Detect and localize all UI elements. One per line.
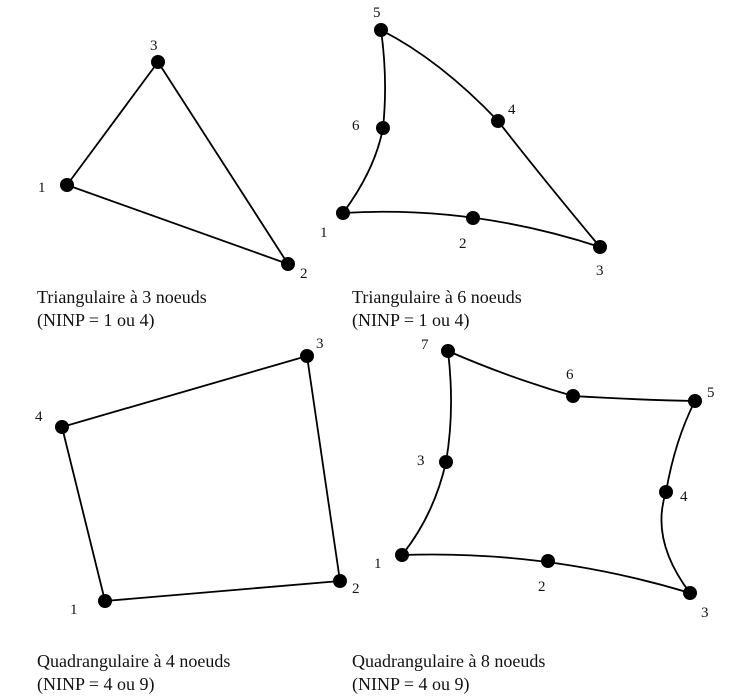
quad8-label-right-mid: 4 [680, 489, 688, 505]
quad8-node-5 [688, 394, 702, 408]
tri3-label-1: 1 [38, 180, 46, 196]
quad4-label-2: 2 [352, 581, 360, 597]
quad4-node-2 [333, 574, 347, 588]
caption-tri6-title: Triangulaire à 6 noeuds [352, 287, 522, 307]
quad4-label-1: 1 [70, 602, 78, 618]
tri3-node-2 [281, 257, 295, 271]
quad8-node-left-mid [439, 455, 453, 469]
quad8-node-7 [441, 344, 455, 358]
tri3-node-3 [151, 55, 165, 69]
quad8-label-top-mid: 6 [566, 367, 574, 383]
quad8-node-4 [659, 485, 673, 499]
quad8-label-bottom-left: 1 [374, 556, 382, 572]
caption-quad4-ninp: (NINP = 4 ou 9) [37, 674, 155, 694]
tri3-label-3: 3 [150, 38, 158, 54]
tri6-edge-left [342, 29, 386, 214]
panel-tri6: 1 2 3 4 5 6 [320, 5, 607, 279]
tri6-label-1: 1 [320, 225, 328, 241]
quad4-edge-4-1 [61, 426, 106, 602]
tri6-edge-right [380, 29, 601, 248]
tri6-node-4 [491, 114, 505, 128]
quad8-node-6 [566, 389, 580, 403]
quad8-label-bottom-right: 3 [701, 605, 709, 621]
caption-quad4-title: Quadrangulaire à 4 noeuds [37, 651, 231, 671]
tri3-edge-3-1 [66, 61, 159, 186]
tri6-label-3: 3 [596, 263, 604, 279]
tri3-label-2: 2 [300, 266, 308, 282]
tri3-edge-2-3 [157, 61, 289, 265]
tri6-node-1 [336, 206, 350, 220]
quad4-node-1 [98, 594, 112, 608]
caption-tri3-title: Triangulaire à 3 noeuds [37, 287, 207, 307]
tri6-label-5: 5 [373, 5, 381, 21]
quad4-node-4 [55, 420, 69, 434]
tri6-label-2: 2 [459, 236, 467, 252]
tri3-node-1 [60, 178, 74, 192]
quad8-label-left-mid: 3 [417, 453, 425, 469]
tri6-label-4: 4 [508, 102, 516, 118]
quad8-label-top-left: 7 [421, 337, 429, 353]
tri6-node-3 [593, 240, 607, 254]
quad4-edge-1-2 [104, 580, 341, 602]
panel-tri3: 1 2 3 [38, 38, 308, 282]
quad8-edge-left [401, 350, 452, 556]
tri3-edge-1-2 [66, 184, 289, 265]
quad4-node-3 [300, 349, 314, 363]
caption-quad8-title: Quadrangulaire à 8 noeuds [352, 651, 546, 671]
tri6-node-6 [376, 121, 390, 135]
caption-quad8-ninp: (NINP = 4 ou 9) [352, 674, 470, 694]
quad8-node-1 [395, 548, 409, 562]
caption-tri6-ninp: (NINP = 1 ou 4) [352, 310, 470, 330]
quad4-edge-2-3 [306, 355, 341, 582]
caption-tri3-ninp: (NINP = 1 ou 4) [37, 310, 155, 330]
quad8-node-3 [683, 586, 697, 600]
panel-quad8: 3 1 2 3 4 5 6 7 [374, 337, 715, 621]
tri6-label-6: 6 [352, 118, 360, 134]
quad8-node-2 [541, 554, 555, 568]
quad8-label-bottom-mid: 2 [538, 579, 546, 595]
tri6-node-5 [374, 23, 388, 37]
quad4-edge-3-4 [61, 355, 308, 428]
quad4-label-4: 4 [35, 409, 43, 425]
tri6-node-2 [466, 211, 480, 225]
quad4-label-3: 3 [316, 336, 324, 352]
panel-quad4: 1 2 3 4 [35, 336, 360, 618]
quad8-label-top-right: 5 [707, 385, 715, 401]
